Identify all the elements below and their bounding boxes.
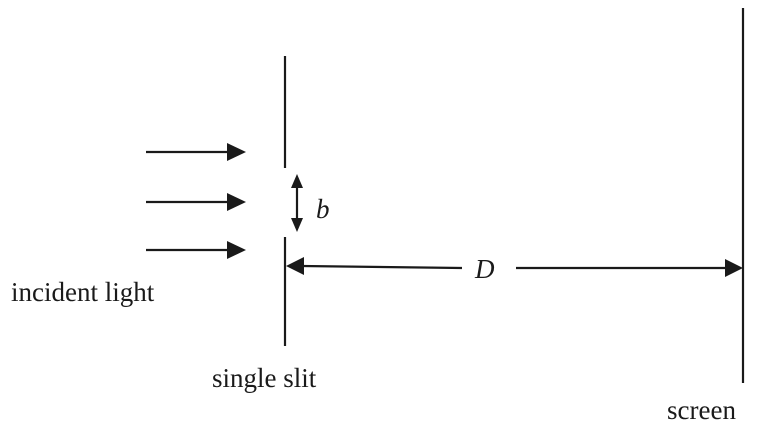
- incident-light-label: incident light: [11, 277, 155, 307]
- incident-ray-bottom: [146, 241, 246, 259]
- distance-label: D: [474, 254, 495, 284]
- distance-arrow: [286, 257, 743, 277]
- slit-width-label: b: [316, 194, 330, 224]
- slit-width-arrow: [291, 174, 303, 232]
- single-slit-label: single slit: [212, 363, 317, 393]
- incident-ray-middle: [146, 193, 246, 211]
- screen-label: screen: [667, 395, 736, 425]
- incident-light-rays: [146, 143, 246, 259]
- incident-ray-top: [146, 143, 246, 161]
